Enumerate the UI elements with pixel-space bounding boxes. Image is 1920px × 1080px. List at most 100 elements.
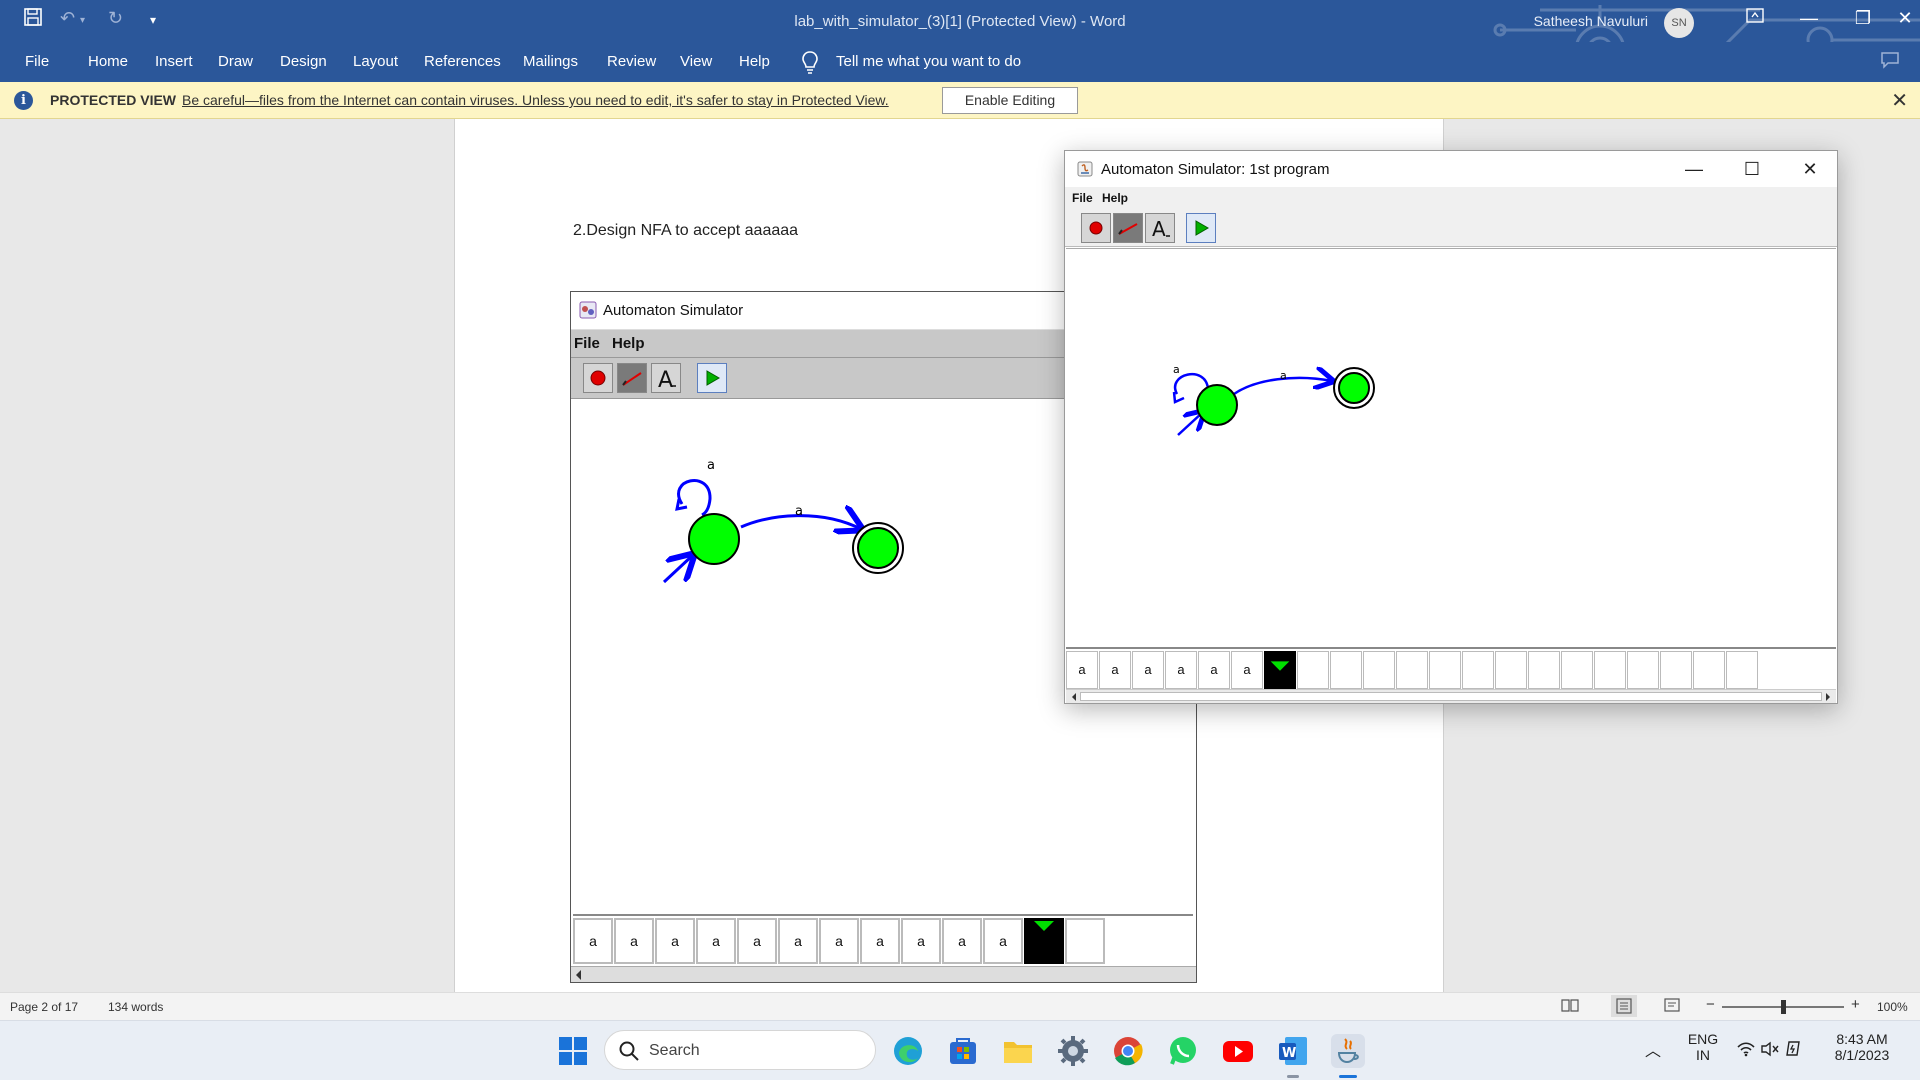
question-heading: 2.Design NFA to accept aaaaaa (573, 222, 799, 239)
tape-head-cell (1264, 651, 1296, 689)
tab-view[interactable]: View (680, 53, 713, 70)
ribbon-tabs: File Home Insert Draw Design Layout Refe… (0, 42, 1920, 82)
tape-cell: a (901, 918, 941, 964)
word-count[interactable]: 134 words (108, 1000, 164, 1014)
clock[interactable]: 8:43 AM 8/1/2023 (1824, 1031, 1900, 1063)
tell-me-search[interactable]: Tell me what you want to do (836, 53, 1022, 70)
tab-layout[interactable]: Layout (353, 53, 399, 70)
zoom-slider-thumb[interactable] (1781, 1000, 1786, 1014)
language-indicator[interactable]: ENG IN (1686, 1031, 1720, 1063)
zoom-in-icon[interactable]: + (1851, 996, 1860, 1013)
simulator-window[interactable]: Automaton Simulator: 1st program — ☐ ✕ F… (1064, 150, 1838, 704)
tape-cell: a (1099, 651, 1131, 689)
avatar[interactable]: SN (1664, 8, 1694, 38)
embedded-scrollbar (571, 966, 1196, 982)
file-explorer-icon[interactable] (1001, 1034, 1035, 1068)
simulator-close-icon[interactable]: ✕ (1802, 159, 1818, 179)
show-hidden-icons-icon[interactable]: ︿ (1645, 1043, 1662, 1060)
tape-cell-empty (1561, 651, 1593, 689)
print-layout-icon[interactable] (1611, 995, 1637, 1017)
embedded-automaton-diagram: a a (662, 458, 904, 584)
web-layout-icon[interactable] (1664, 997, 1682, 1016)
youtube-icon[interactable] (1221, 1034, 1255, 1068)
tab-mailings[interactable]: Mailings (523, 53, 579, 70)
tape-cell: a (819, 918, 859, 964)
java-app-icon (579, 301, 597, 319)
word-icon[interactable]: W (1276, 1034, 1310, 1068)
wifi-icon[interactable] (1736, 1041, 1756, 1060)
simulator-menu-help[interactable]: Help (1102, 191, 1129, 205)
close-icon[interactable]: ✕ (1897, 8, 1913, 28)
text-tool-button[interactable]: A (1145, 213, 1175, 243)
tab-draw[interactable]: Draw (218, 53, 254, 70)
tape-cell: a (573, 918, 613, 964)
tape-cell-empty (1495, 651, 1527, 689)
zoom-level[interactable]: 100% (1877, 1000, 1908, 1014)
embedded-transition-edge (740, 516, 861, 529)
simulator-minimize-icon[interactable]: — (1685, 159, 1703, 179)
tape-cell-empty (1594, 651, 1626, 689)
page-indicator[interactable]: Page 2 of 17 (10, 1000, 79, 1014)
add-transition-button[interactable] (1113, 213, 1143, 243)
tab-references[interactable]: References (424, 53, 501, 70)
minimize-icon[interactable]: — (1800, 8, 1818, 28)
simulator-canvas[interactable]: a a (1066, 248, 1836, 647)
run-button[interactable] (1186, 213, 1216, 243)
java-icon[interactable] (1331, 1034, 1365, 1068)
self-loop (1173, 372, 1210, 395)
simulator-title-bar[interactable]: Automaton Simulator: 1st program — ☐ ✕ (1065, 151, 1837, 187)
tab-review[interactable]: Review (607, 53, 657, 70)
state-tool-icon (583, 363, 613, 393)
tape-cell-empty (1693, 651, 1725, 689)
tape-cell: a (1165, 651, 1197, 689)
accept-state[interactable] (1338, 372, 1370, 404)
tab-file[interactable]: File (25, 53, 50, 70)
protected-view-message[interactable]: Be careful—files from the Internet can c… (182, 92, 889, 108)
edge-browser-icon[interactable] (891, 1034, 925, 1068)
tape-cell-empty (1363, 651, 1395, 689)
tab-help[interactable]: Help (739, 53, 770, 70)
tab-insert[interactable]: Insert (155, 53, 193, 70)
simulator-maximize-icon[interactable]: ☐ (1743, 159, 1761, 179)
embedded-edge-label: a (795, 504, 803, 519)
embedded-window-title: Automaton Simulator (603, 302, 744, 319)
close-bar-icon[interactable]: ✕ (1891, 90, 1908, 112)
tab-design[interactable]: Design (280, 53, 327, 70)
user-name[interactable]: Satheesh Navuluri (1533, 13, 1648, 29)
comments-icon[interactable] (1880, 51, 1900, 74)
save-icon[interactable] (24, 8, 42, 31)
windows-start-icon[interactable] (556, 1034, 590, 1068)
zoom-out-icon[interactable]: − (1706, 996, 1715, 1013)
undo-icon[interactable]: ↶ (60, 8, 76, 28)
battery-icon[interactable] (1784, 1039, 1804, 1060)
tape-cell: a (778, 918, 818, 964)
start-state[interactable] (1196, 384, 1238, 426)
volume-muted-icon[interactable] (1760, 1041, 1780, 1060)
add-state-button[interactable] (1081, 213, 1111, 243)
settings-icon[interactable] (1056, 1034, 1090, 1068)
restore-icon[interactable]: ❐ (1854, 8, 1872, 28)
undo-dropdown-icon[interactable]: ▾ (80, 15, 86, 26)
simulator-menu-file[interactable]: File (1072, 191, 1093, 205)
taskbar: Search W ︿ ENG IN 8:43 AM 8/1/20 (0, 1020, 1920, 1080)
tape-cell: a (737, 918, 777, 964)
ribbon-display-icon[interactable] (1740, 8, 1770, 29)
tab-home[interactable]: Home (88, 53, 129, 70)
title-bar: ↶ ▾ ↻ ▾ lab_with_simulator_(3)[1] (Prote… (0, 0, 1920, 82)
svg-text:W: W (1282, 1046, 1296, 1061)
customize-toolbar-icon[interactable]: ▾ (150, 13, 157, 27)
redo-icon[interactable]: ↻ (108, 8, 124, 28)
protected-view-bar: i PROTECTED VIEW Be careful—files from t… (0, 82, 1920, 119)
microsoft-store-icon[interactable] (946, 1034, 980, 1068)
automaton-diagram: a a (1172, 363, 1375, 436)
whatsapp-icon[interactable] (1166, 1034, 1200, 1068)
tape-cell: a (983, 918, 1023, 964)
taskbar-search-box[interactable]: Search (604, 1030, 876, 1070)
simulator-scrollbar[interactable] (1066, 689, 1836, 703)
enable-editing-button[interactable]: Enable Editing (942, 87, 1078, 114)
read-mode-icon[interactable] (1561, 997, 1579, 1016)
tape-cell: a (942, 918, 982, 964)
chrome-icon[interactable] (1111, 1034, 1145, 1068)
